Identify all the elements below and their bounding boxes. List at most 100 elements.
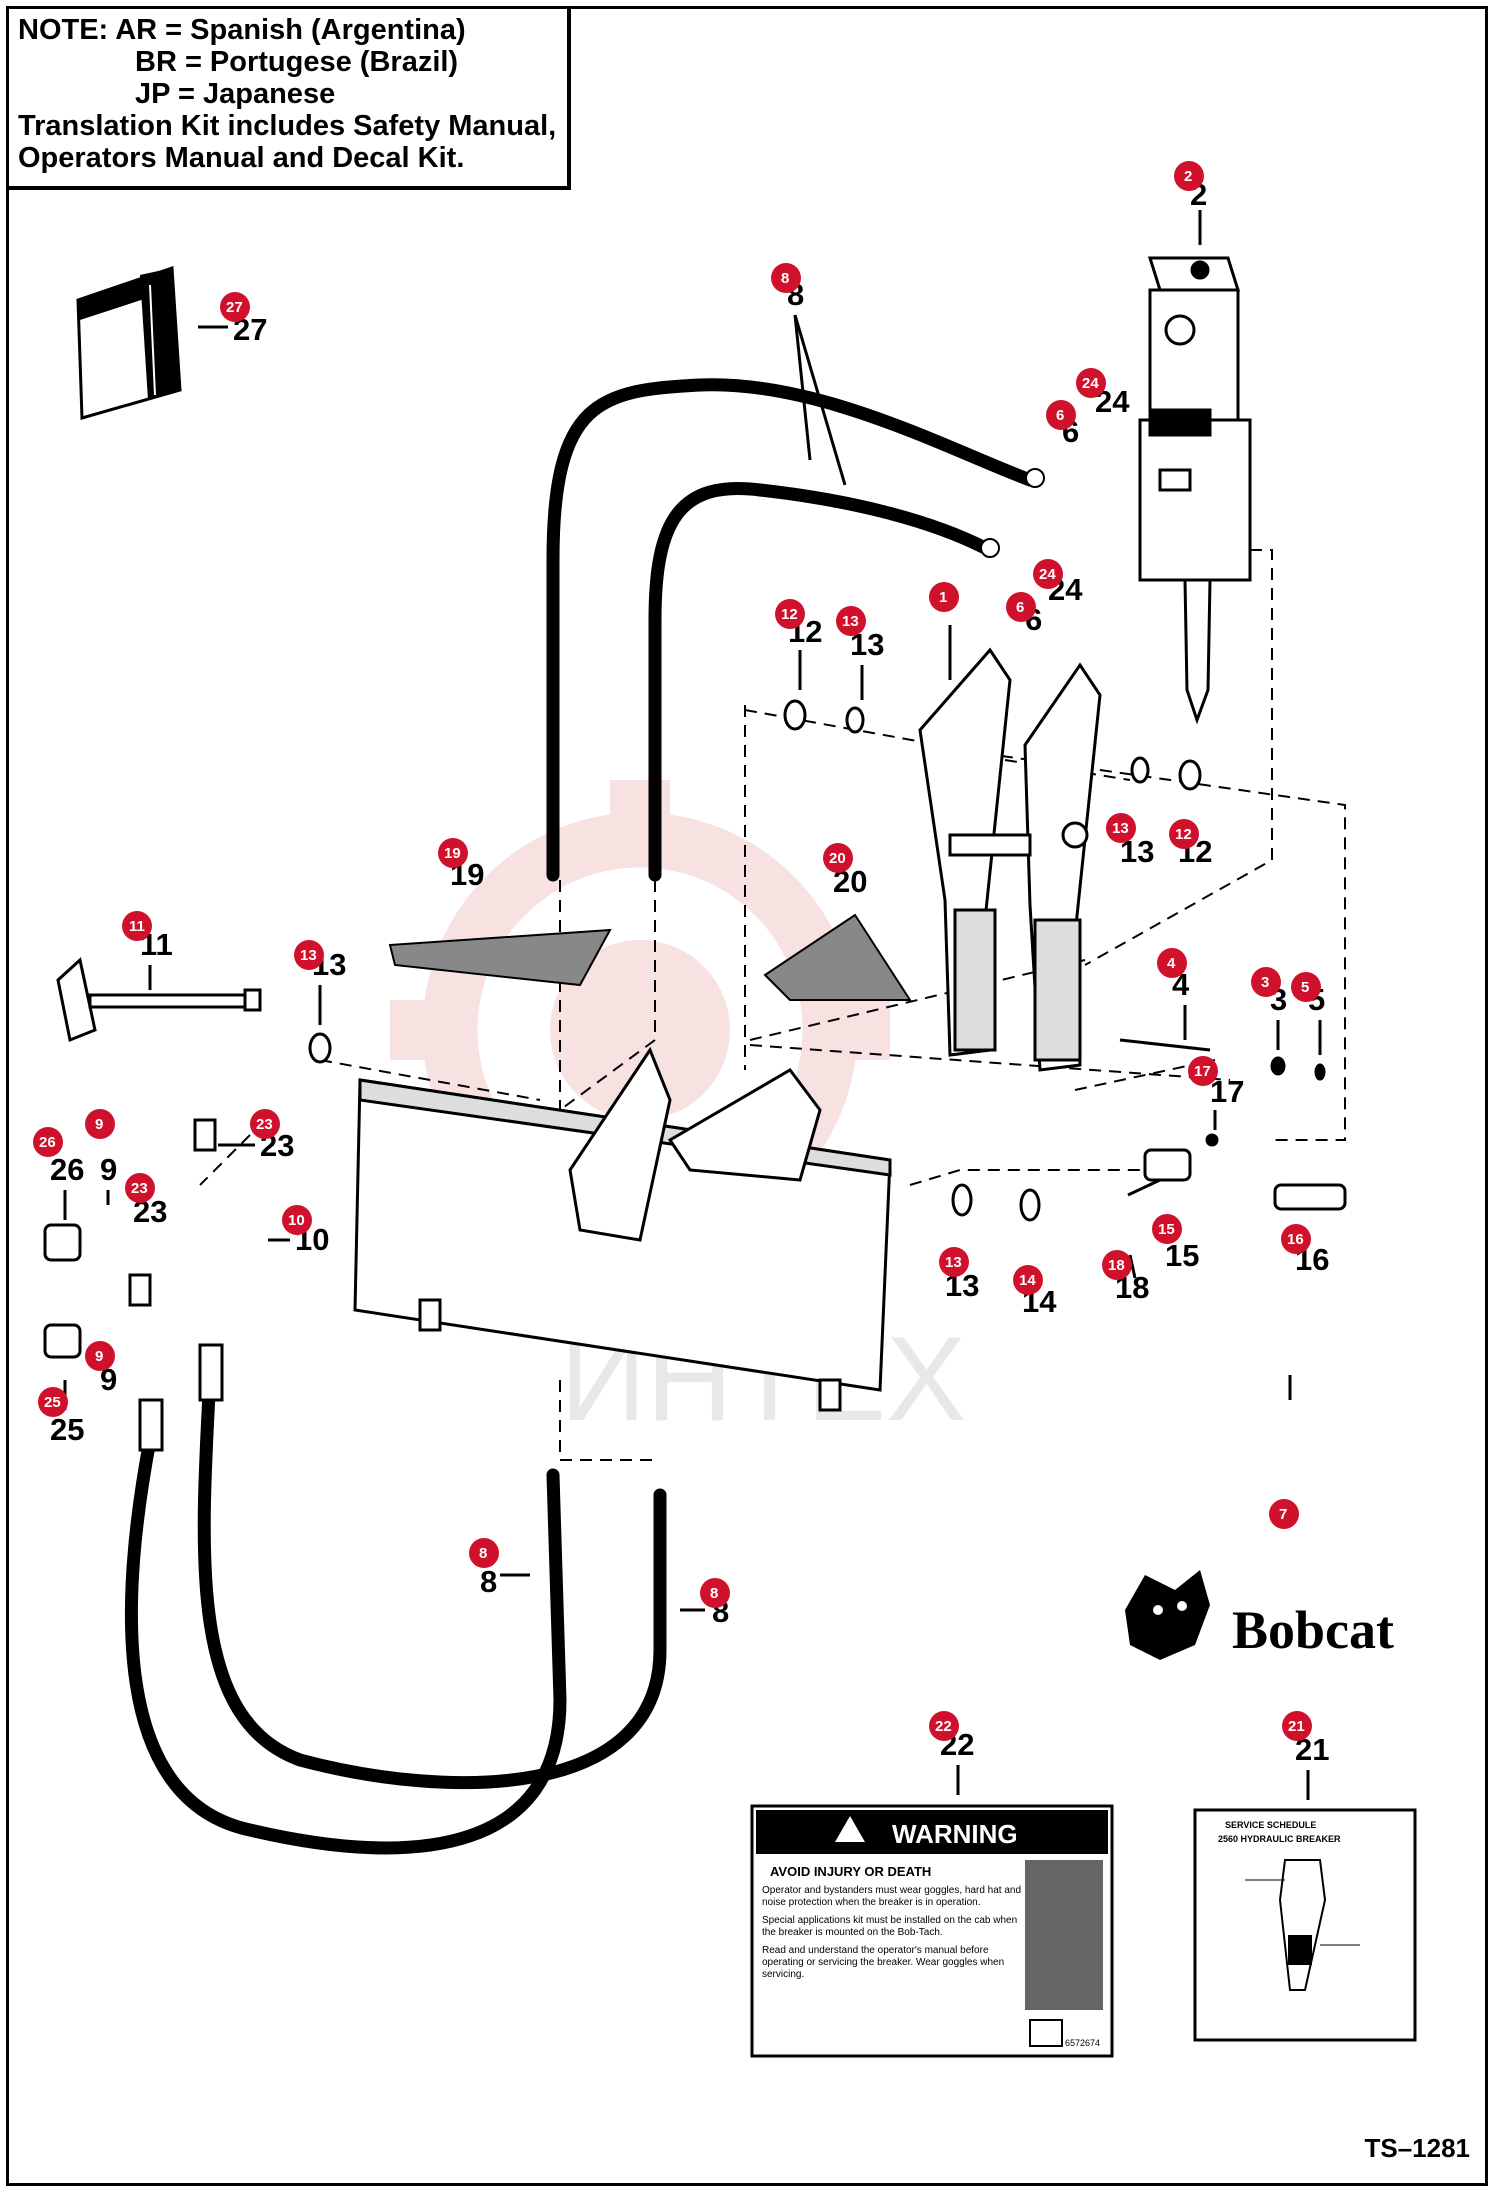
svg-text:13: 13 <box>945 1254 962 1271</box>
label-26: 26 <box>50 1152 84 1187</box>
callout-badge: 27 <box>220 292 250 322</box>
svg-text:23: 23 <box>256 1116 273 1133</box>
note-line-1: NOTE: AR = Spanish (Argentina) <box>18 14 466 46</box>
callout-badge: 17 <box>1188 1056 1218 1086</box>
callout-badge: 6 <box>1006 592 1036 622</box>
callout-badges: 2 27 8 24 6 24 6 12 13 1 13 12 19 20 11 … <box>33 161 1321 1741</box>
svg-text:16: 16 <box>1287 1231 1304 1248</box>
svg-text:21: 21 <box>1288 1718 1305 1735</box>
callout-badge: 15 <box>1152 1214 1182 1244</box>
warning-subtitle: AVOID INJURY OR DEATH <box>770 1864 931 1879</box>
callout-badge: 3 <box>1251 967 1281 997</box>
callout-badge: 7 <box>1269 1499 1299 1529</box>
attach-plate-part <box>353 1046 892 1412</box>
svg-text:7: 7 <box>1279 1506 1287 1523</box>
svg-text:24: 24 <box>1039 566 1056 583</box>
svg-text:12: 12 <box>1175 826 1192 843</box>
label-9b: 9 <box>100 1362 117 1397</box>
service-subtitle: 2560 HYDRAULIC BREAKER <box>1218 1834 1341 1844</box>
warning-title: WARNING <box>892 1819 1018 1849</box>
bobcat-logo-part: Bobcat <box>1125 1570 1394 1660</box>
callout-badge: 2 <box>1174 161 1204 191</box>
svg-text:6: 6 <box>1016 599 1024 616</box>
svg-text:26: 26 <box>39 1134 56 1151</box>
label-8b: 8 <box>480 1564 497 1599</box>
svg-text:15: 15 <box>1158 1221 1175 1238</box>
svg-text:13: 13 <box>842 613 859 630</box>
warning-decal-part: WARNING AVOID INJURY OR DEATH 6572674 Op… <box>750 1804 1114 2058</box>
callout-badge: 12 <box>1169 819 1199 849</box>
callout-badge: 23 <box>250 1109 280 1139</box>
svg-text:25: 25 <box>44 1394 61 1411</box>
svg-text:18: 18 <box>1108 1257 1125 1274</box>
note-box: NOTE: AR = Spanish (Argentina) BR = Port… <box>6 6 571 190</box>
breaker-part <box>1138 256 1252 725</box>
upper-hoses <box>546 378 1037 882</box>
label-15: 15 <box>1165 1238 1199 1273</box>
service-title: SERVICE SCHEDULE <box>1225 1820 1316 1830</box>
svg-text:8: 8 <box>781 270 789 287</box>
callout-badge: 13 <box>939 1247 969 1277</box>
svg-text:12: 12 <box>781 606 798 623</box>
manual-kit-part <box>76 265 182 420</box>
note-line-4: Translation Kit includes Safety Manual, <box>18 110 557 142</box>
svg-text:8: 8 <box>479 1545 487 1562</box>
callout-badge: 22 <box>929 1711 959 1741</box>
svg-text:2: 2 <box>1184 168 1192 185</box>
drawing-frame <box>6 6 1488 2186</box>
svg-text:3: 3 <box>1261 974 1269 991</box>
svg-text:20: 20 <box>829 850 846 867</box>
warning-part-code: 6572674 <box>1065 2038 1100 2048</box>
callout-badge: 9 <box>85 1109 115 1139</box>
svg-text:27: 27 <box>226 299 243 316</box>
svg-text:6: 6 <box>1056 407 1064 424</box>
svg-text:9: 9 <box>95 1348 103 1365</box>
svg-text:8: 8 <box>710 1585 718 1602</box>
callout-badge: 8 <box>700 1578 730 1608</box>
hose-fittings <box>43 1118 224 1452</box>
warning-bullet-3: Read and understand the operator's manua… <box>762 1945 1005 1980</box>
svg-text:10: 10 <box>288 1212 305 1229</box>
svg-text:1: 1 <box>939 589 947 606</box>
callout-badge: 24 <box>1033 559 1063 589</box>
callout-badge: 13 <box>836 606 866 636</box>
warning-bullet-1: Operator and bystanders must wear goggle… <box>762 1885 1022 1908</box>
service-decal-part: SERVICE SCHEDULE 2560 HYDRAULIC BREAKER <box>1193 1808 1417 2042</box>
callout-badge: 24 <box>1076 368 1106 398</box>
svg-text:14: 14 <box>1019 1272 1036 1289</box>
callout-badge: 8 <box>469 1538 499 1568</box>
svg-text:19: 19 <box>444 845 461 862</box>
drawing-number: TS–1281 <box>1364 2133 1470 2163</box>
callout-badge: 6 <box>1046 400 1076 430</box>
callout-badge: 1 <box>929 582 959 612</box>
svg-text:4: 4 <box>1167 955 1176 972</box>
mount-plates-part <box>918 647 1102 1072</box>
brand-name: Bobcat <box>1232 1600 1394 1660</box>
warning-bullet-2: Special applications kit must be install… <box>762 1915 1018 1938</box>
note-line-3: JP = Japanese <box>135 78 336 110</box>
svg-text:11: 11 <box>129 918 145 935</box>
callout-badge: 14 <box>1013 1265 1043 1295</box>
callout-badge: 13 <box>294 940 324 970</box>
callout-badge: 16 <box>1281 1224 1311 1254</box>
callout-badge: 11 <box>122 911 152 941</box>
callout-badge: 23 <box>125 1173 155 1203</box>
note-line-2: BR = Portugese (Brazil) <box>135 46 459 78</box>
callout-badge: 20 <box>823 843 853 873</box>
callout-badge: 21 <box>1282 1711 1312 1741</box>
callout-badge: 4 <box>1157 948 1187 978</box>
guide-lines <box>199 549 1346 1461</box>
svg-text:24: 24 <box>1082 375 1099 392</box>
svg-text:13: 13 <box>1112 820 1129 837</box>
callout-badge: 12 <box>775 599 805 629</box>
callout-badge: 5 <box>1291 972 1321 1002</box>
callout-badge: 19 <box>438 838 468 868</box>
callout-badge: 8 <box>771 263 801 293</box>
part-number-labels: 2 27 8 24 6 24 6 12 13 13 12 19 20 11 13… <box>50 177 1329 1767</box>
callout-badge: 26 <box>33 1127 63 1157</box>
svg-text:5: 5 <box>1301 979 1309 996</box>
pin-part <box>56 957 262 1043</box>
label-25: 25 <box>50 1412 84 1447</box>
callout-badge: 9 <box>85 1341 115 1371</box>
